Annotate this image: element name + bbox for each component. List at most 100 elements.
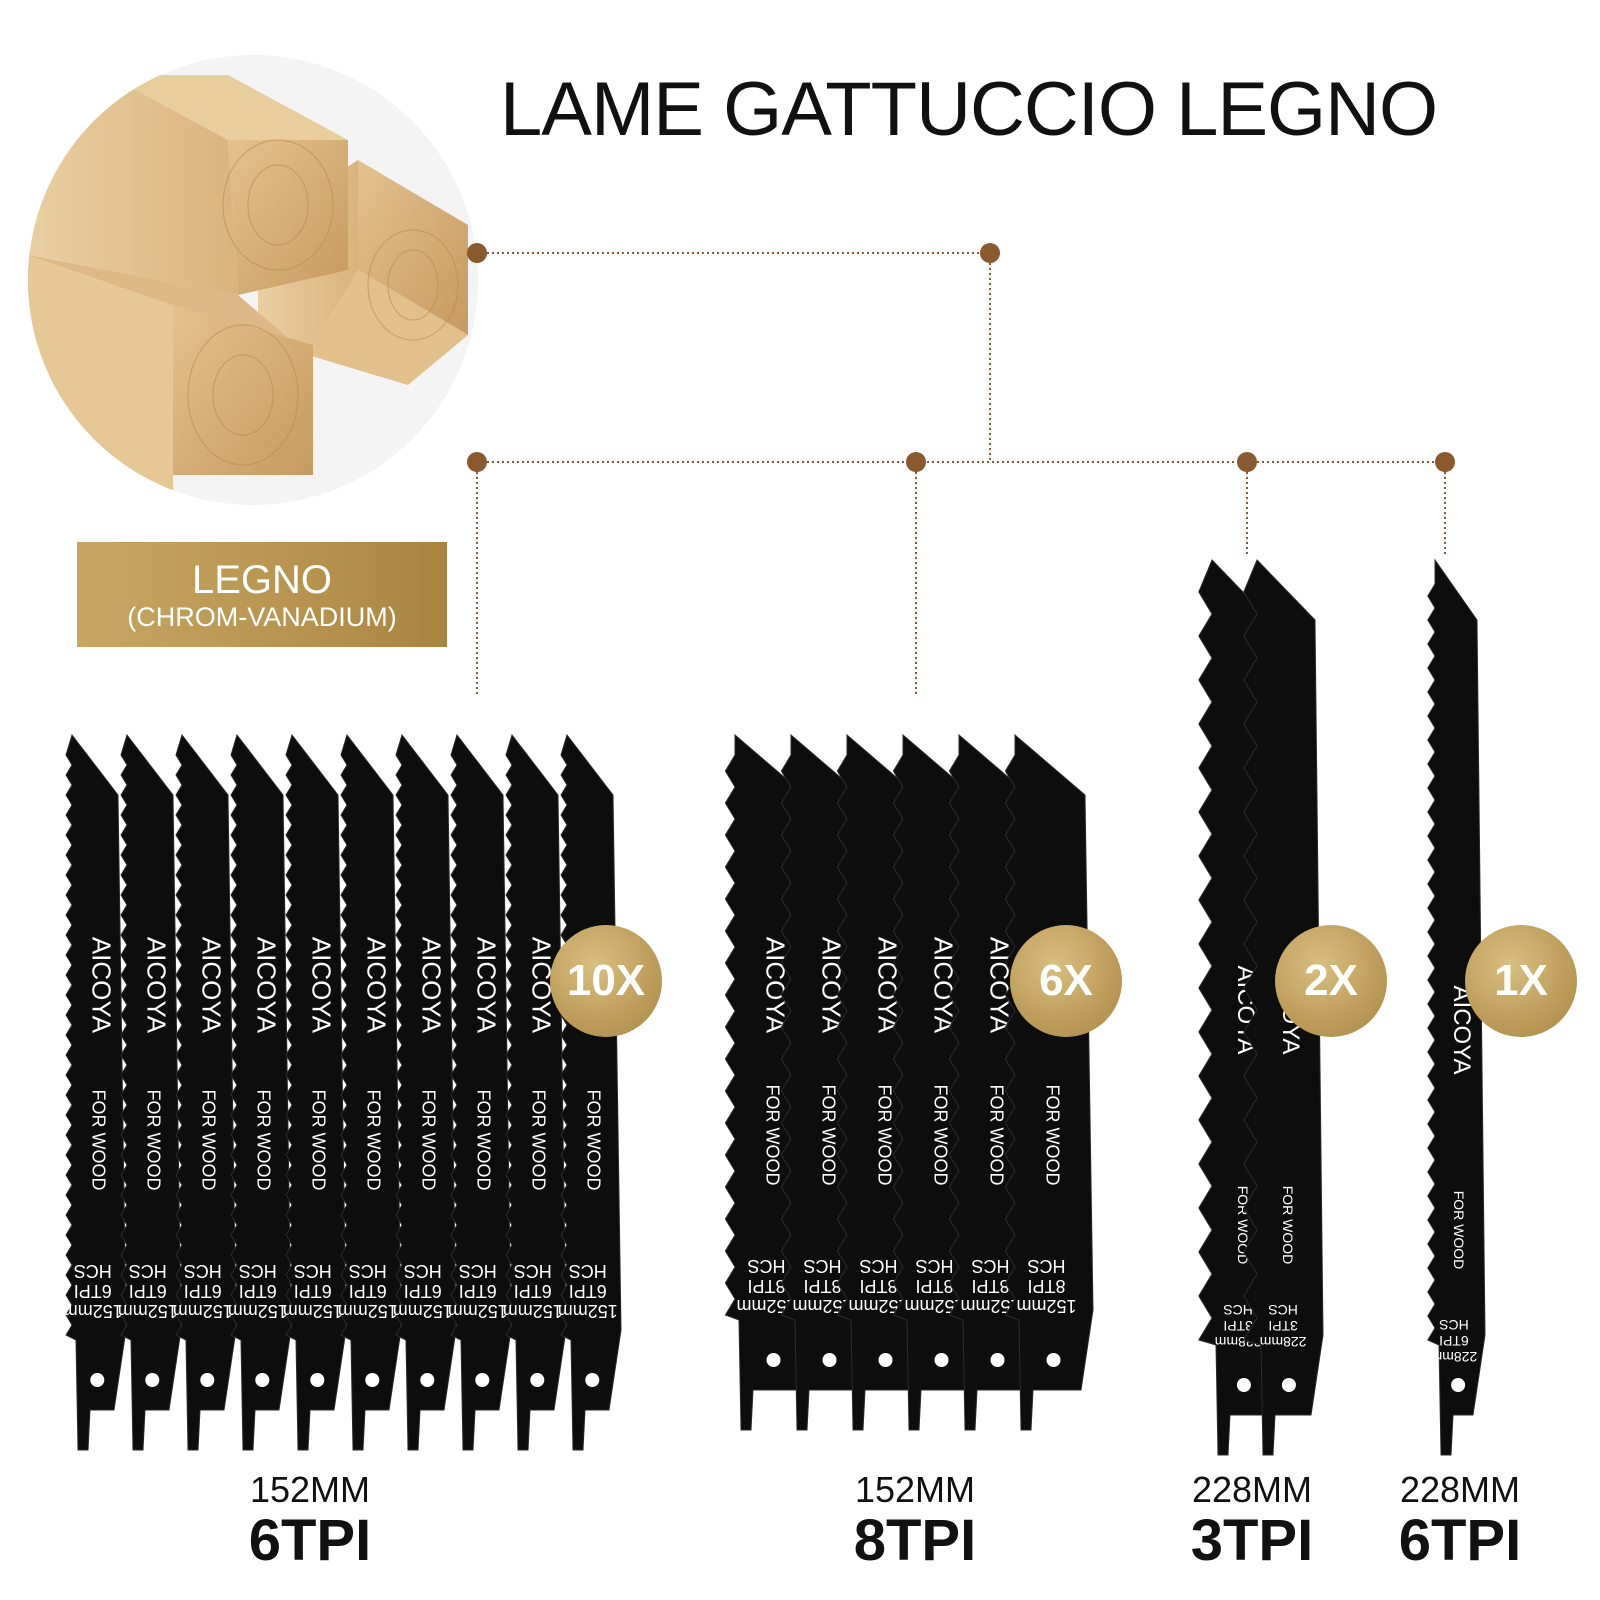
blade-tpi-text: 8TPI <box>859 1276 897 1296</box>
blade-tpi-text: 6TPI <box>74 1281 112 1301</box>
blade-length-text: 152mm <box>228 1301 288 1321</box>
blade-mount-hole <box>200 1373 215 1387</box>
blade-steel-text: HCS <box>349 1261 387 1281</box>
blade-length-text: 152mm <box>63 1301 123 1321</box>
blade-body <box>1427 558 1486 1456</box>
blade-mount-hole <box>420 1373 435 1387</box>
blade-body <box>175 733 237 1451</box>
blade-length-text: 152mm <box>118 1301 178 1321</box>
group-label-1: 152MM 6TPI <box>210 1470 410 1572</box>
blade-tpi-text: 6TPI <box>129 1281 167 1301</box>
blade-brand-text: AICOYA <box>307 937 337 1034</box>
blade-steel-text: HCS <box>74 1261 112 1281</box>
count-badge-group-2: 6X <box>1010 925 1122 1037</box>
blade-length-text: 152mm <box>848 1296 908 1316</box>
blade-brand-text: AICOYA <box>417 937 447 1034</box>
blade-mount-hole <box>822 1353 837 1367</box>
group-label-4: 228MM 6TPI <box>1375 1470 1545 1572</box>
beam-back-end <box>358 160 468 335</box>
blade-mount-hole <box>585 1373 600 1387</box>
blade-brand-text: AICOYA <box>817 937 847 1034</box>
group-3-tpi: 3TPI <box>1190 1508 1314 1573</box>
blade-body <box>230 733 292 1451</box>
blade-tpi-text: 8TPI <box>803 1276 841 1296</box>
blade-tpi-text: 6TPI <box>404 1281 442 1301</box>
material-name: LEGNO <box>191 558 333 602</box>
blade-length-text: 152mm <box>736 1296 796 1316</box>
blade-tpi-text: 8TPI <box>915 1276 953 1296</box>
blade-mount-hole <box>1046 1353 1061 1367</box>
blade-tpi-text: 6TPI <box>1439 1333 1469 1349</box>
blade-steel-text: HCS <box>1268 1302 1298 1318</box>
blade-use-text: FOR WOOD <box>364 1090 384 1191</box>
count-badge-group-3: 2X <box>1275 925 1387 1037</box>
wood-image <box>28 55 478 505</box>
blade-length-text: 228mm <box>1260 1334 1307 1350</box>
blade-steel-text: HCS <box>404 1261 442 1281</box>
blade-mount-hole <box>1236 1378 1251 1392</box>
blade-use-text: FOR WOOD <box>89 1090 109 1191</box>
blade-length-text: 152mm <box>393 1301 453 1321</box>
blade-brand-text: AICOYA <box>142 937 172 1034</box>
blade-tpi-text: 8TPI <box>747 1276 785 1296</box>
blade-length-text: 228mm <box>1431 1349 1478 1365</box>
blade-mount-hole <box>145 1373 160 1387</box>
blade-use-text: FOR WOOD <box>875 1085 895 1186</box>
blade-use-text: FOR WOOD <box>931 1085 951 1186</box>
blade-use-text: FOR WOOD <box>309 1090 329 1191</box>
blade-mount-hole <box>1281 1378 1296 1392</box>
blade-brand-text: AICOYA <box>873 937 903 1034</box>
group-label-3: 228MM 3TPI <box>1167 1470 1337 1572</box>
blade-steel-text: HCS <box>294 1261 332 1281</box>
blade-length-text: 152mm <box>960 1296 1020 1316</box>
blade-use-text: FOR WOOD <box>1451 1191 1467 1270</box>
blade-body <box>395 733 457 1451</box>
blade-steel-text: HCS <box>459 1261 497 1281</box>
page-title: LAME GATTUCCIO LEGNO <box>500 67 1438 152</box>
blade-brand-text: AICOYA <box>929 937 959 1034</box>
blade-steel-text: HCS <box>971 1256 1009 1276</box>
blade-brand-text: AICOYA <box>87 937 117 1034</box>
blade-tpi-text: 6TPI <box>294 1281 332 1301</box>
blade-tpi-text: 6TPI <box>514 1281 552 1301</box>
blade-body <box>505 733 567 1451</box>
blade-steel-text: HCS <box>129 1261 167 1281</box>
blade-tpi-text: 8TPI <box>971 1276 1009 1296</box>
connector-dot <box>1435 452 1455 472</box>
blade-length-text: 152mm <box>448 1301 508 1321</box>
blade-steel-text: HCS <box>803 1256 841 1276</box>
blade-length-text: 152mm <box>503 1301 563 1321</box>
connector-dot <box>1237 452 1257 472</box>
connector-dot <box>467 452 487 472</box>
connector-lines <box>467 243 1455 695</box>
count-badge-group-1: 10X <box>550 925 662 1037</box>
blade-use-text: FOR WOOD <box>419 1090 439 1191</box>
blade-mount-hole <box>310 1373 325 1387</box>
blade-steel-text: HCS <box>859 1256 897 1276</box>
blade-tpi-text: 6TPI <box>349 1281 387 1301</box>
blade-brand-text: AICOYA <box>761 937 791 1034</box>
blade-steel-text: HCS <box>915 1256 953 1276</box>
blade-length-text: 152mm <box>904 1296 964 1316</box>
beam-top-top <box>108 75 348 140</box>
group-4-length: 228MM <box>1399 1469 1521 1510</box>
blade-use-text: FOR WOOD <box>1043 1085 1063 1186</box>
blade-brand-text: AICOYA <box>252 937 282 1034</box>
beam-top-end <box>228 140 348 295</box>
blade-mount-hole <box>365 1373 380 1387</box>
blade-steel-text: HCS <box>1027 1256 1065 1276</box>
group-4-tpi: 6TPI <box>1398 1508 1522 1573</box>
blade-steel-text: HCS <box>239 1261 277 1281</box>
blade-brand-text: AICOYA <box>197 937 227 1034</box>
blade-use-text: FOR WOOD <box>584 1090 604 1191</box>
blade-body <box>285 733 347 1451</box>
